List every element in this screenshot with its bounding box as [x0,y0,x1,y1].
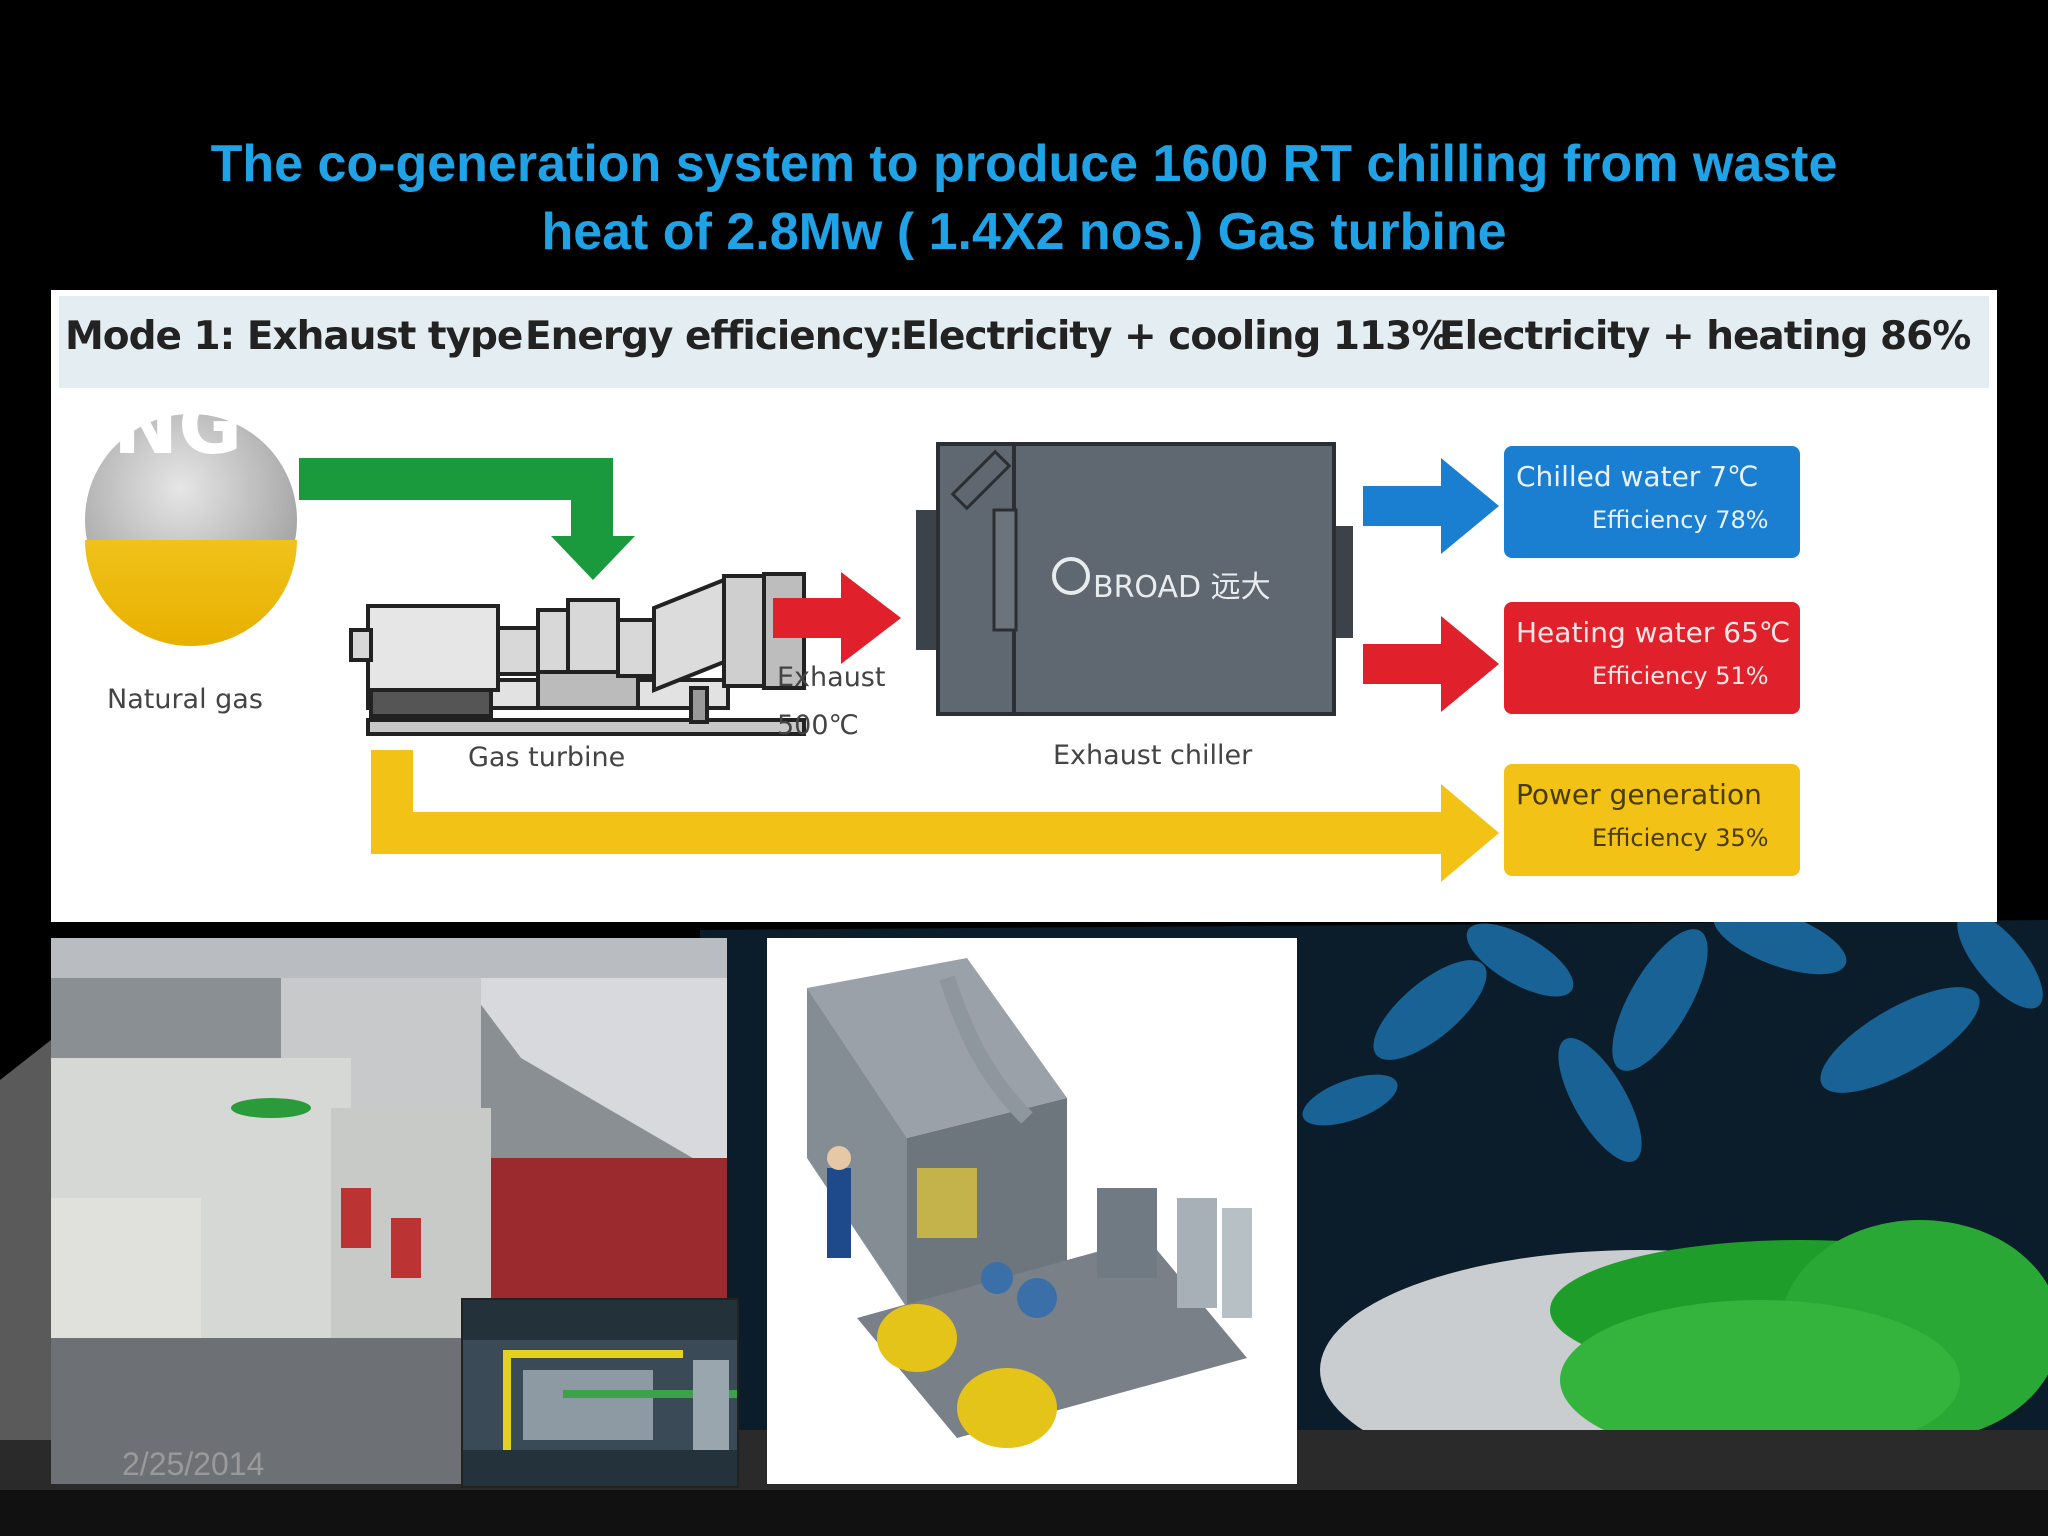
chiller-brand-label: BROAD 远大 [1093,570,1271,605]
gas-supply-arrow [299,458,635,580]
power-generation-arrow [371,750,1499,882]
exhaust-chiller-icon [916,442,1353,716]
power-generation-title: Power generation [1516,778,1762,811]
ng-logo-text: NG [113,382,243,472]
mode-label: Mode 1: Exhaust type [65,314,523,359]
flow-graphics [85,414,1499,882]
gas-turbine-label: Gas turbine [468,742,626,773]
title-line-2: heat of 2.8Mw ( 1.4X2 nos.) Gas turbine [541,203,1507,261]
slide-title: The co-generation system to produce 1600… [40,130,2008,266]
efficiency-header [59,296,1989,388]
heating-efficiency: Electricity + heating 86% [1439,314,1971,359]
heating-water-box: Heating water 65℃ Efficiency 51% [1504,602,1800,714]
exhaust-arrow [773,572,901,664]
cogeneration-diagram: Mode 1: Exhaust type Energy efficiency: … [51,290,1997,922]
pipework-photo [461,1298,739,1488]
exhaust-chiller-label: Exhaust chiller [1053,740,1253,771]
cooling-efficiency: Electricity + cooling 113% [901,314,1450,359]
power-generation-box: Power generation Efficiency 35% [1504,764,1800,876]
efficiency-label: Energy efficiency: [525,314,904,359]
natural-gas-label: Natural gas [107,684,263,715]
heating-water-title: Heating water 65℃ [1516,616,1791,649]
chilled-water-title: Chilled water 7℃ [1516,460,1759,493]
title-line-1: The co-generation system to produce 1600… [210,135,1838,193]
heating-water-arrow [1363,616,1499,712]
natural-gas-icon [85,414,297,646]
chilled-water-box: Chilled water 7℃ Efficiency 78% [1504,446,1800,558]
gas-turbine-icon [349,572,806,736]
power-generation-efficiency: Efficiency 35% [1592,824,1769,852]
chiller-product-photo [767,938,1297,1484]
exhaust-temp-label: 500℃ [777,710,859,741]
exhaust-label: Exhaust [777,662,886,693]
heating-water-efficiency: Efficiency 51% [1592,662,1769,690]
chilled-water-arrow [1363,458,1499,554]
slide-date: 2/25/2014 [122,1446,265,1482]
chilled-water-efficiency: Efficiency 78% [1592,506,1769,534]
plant-room-photo [51,938,727,1484]
